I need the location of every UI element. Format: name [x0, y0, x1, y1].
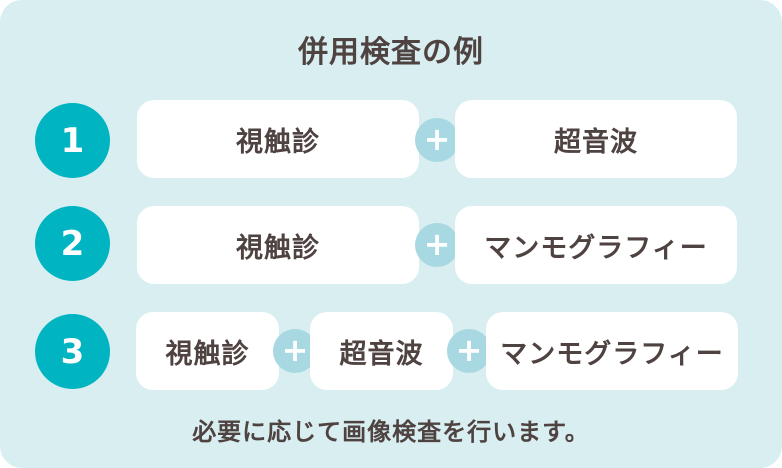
plus-icon: +	[447, 329, 491, 373]
exam-box-row1-shishokushin: 視触診	[137, 100, 419, 178]
row-3-number-badge: 3	[35, 314, 110, 389]
exam-box-row2-shishokushin: 視触診	[137, 206, 419, 284]
page-title: 併用検査の例	[298, 35, 484, 70]
plus-icon: +	[415, 223, 459, 267]
footnote-text: 必要に応じて画像検査を行います。	[192, 418, 590, 446]
row-1-number-badge: 1	[35, 103, 110, 178]
exam-box-row3-shishokushin: 視触診	[136, 312, 279, 390]
exam-box-row1-ultrasound: 超音波	[455, 100, 737, 178]
row-2-number-badge: 2	[35, 206, 110, 281]
plus-icon: +	[415, 118, 459, 162]
exam-box-row3-mammography: マンモグラフィー	[486, 312, 738, 390]
plus-icon: +	[273, 329, 317, 373]
exam-box-row3-ultrasound: 超音波	[310, 312, 453, 390]
exam-box-row2-mammography: マンモグラフィー	[455, 206, 737, 284]
